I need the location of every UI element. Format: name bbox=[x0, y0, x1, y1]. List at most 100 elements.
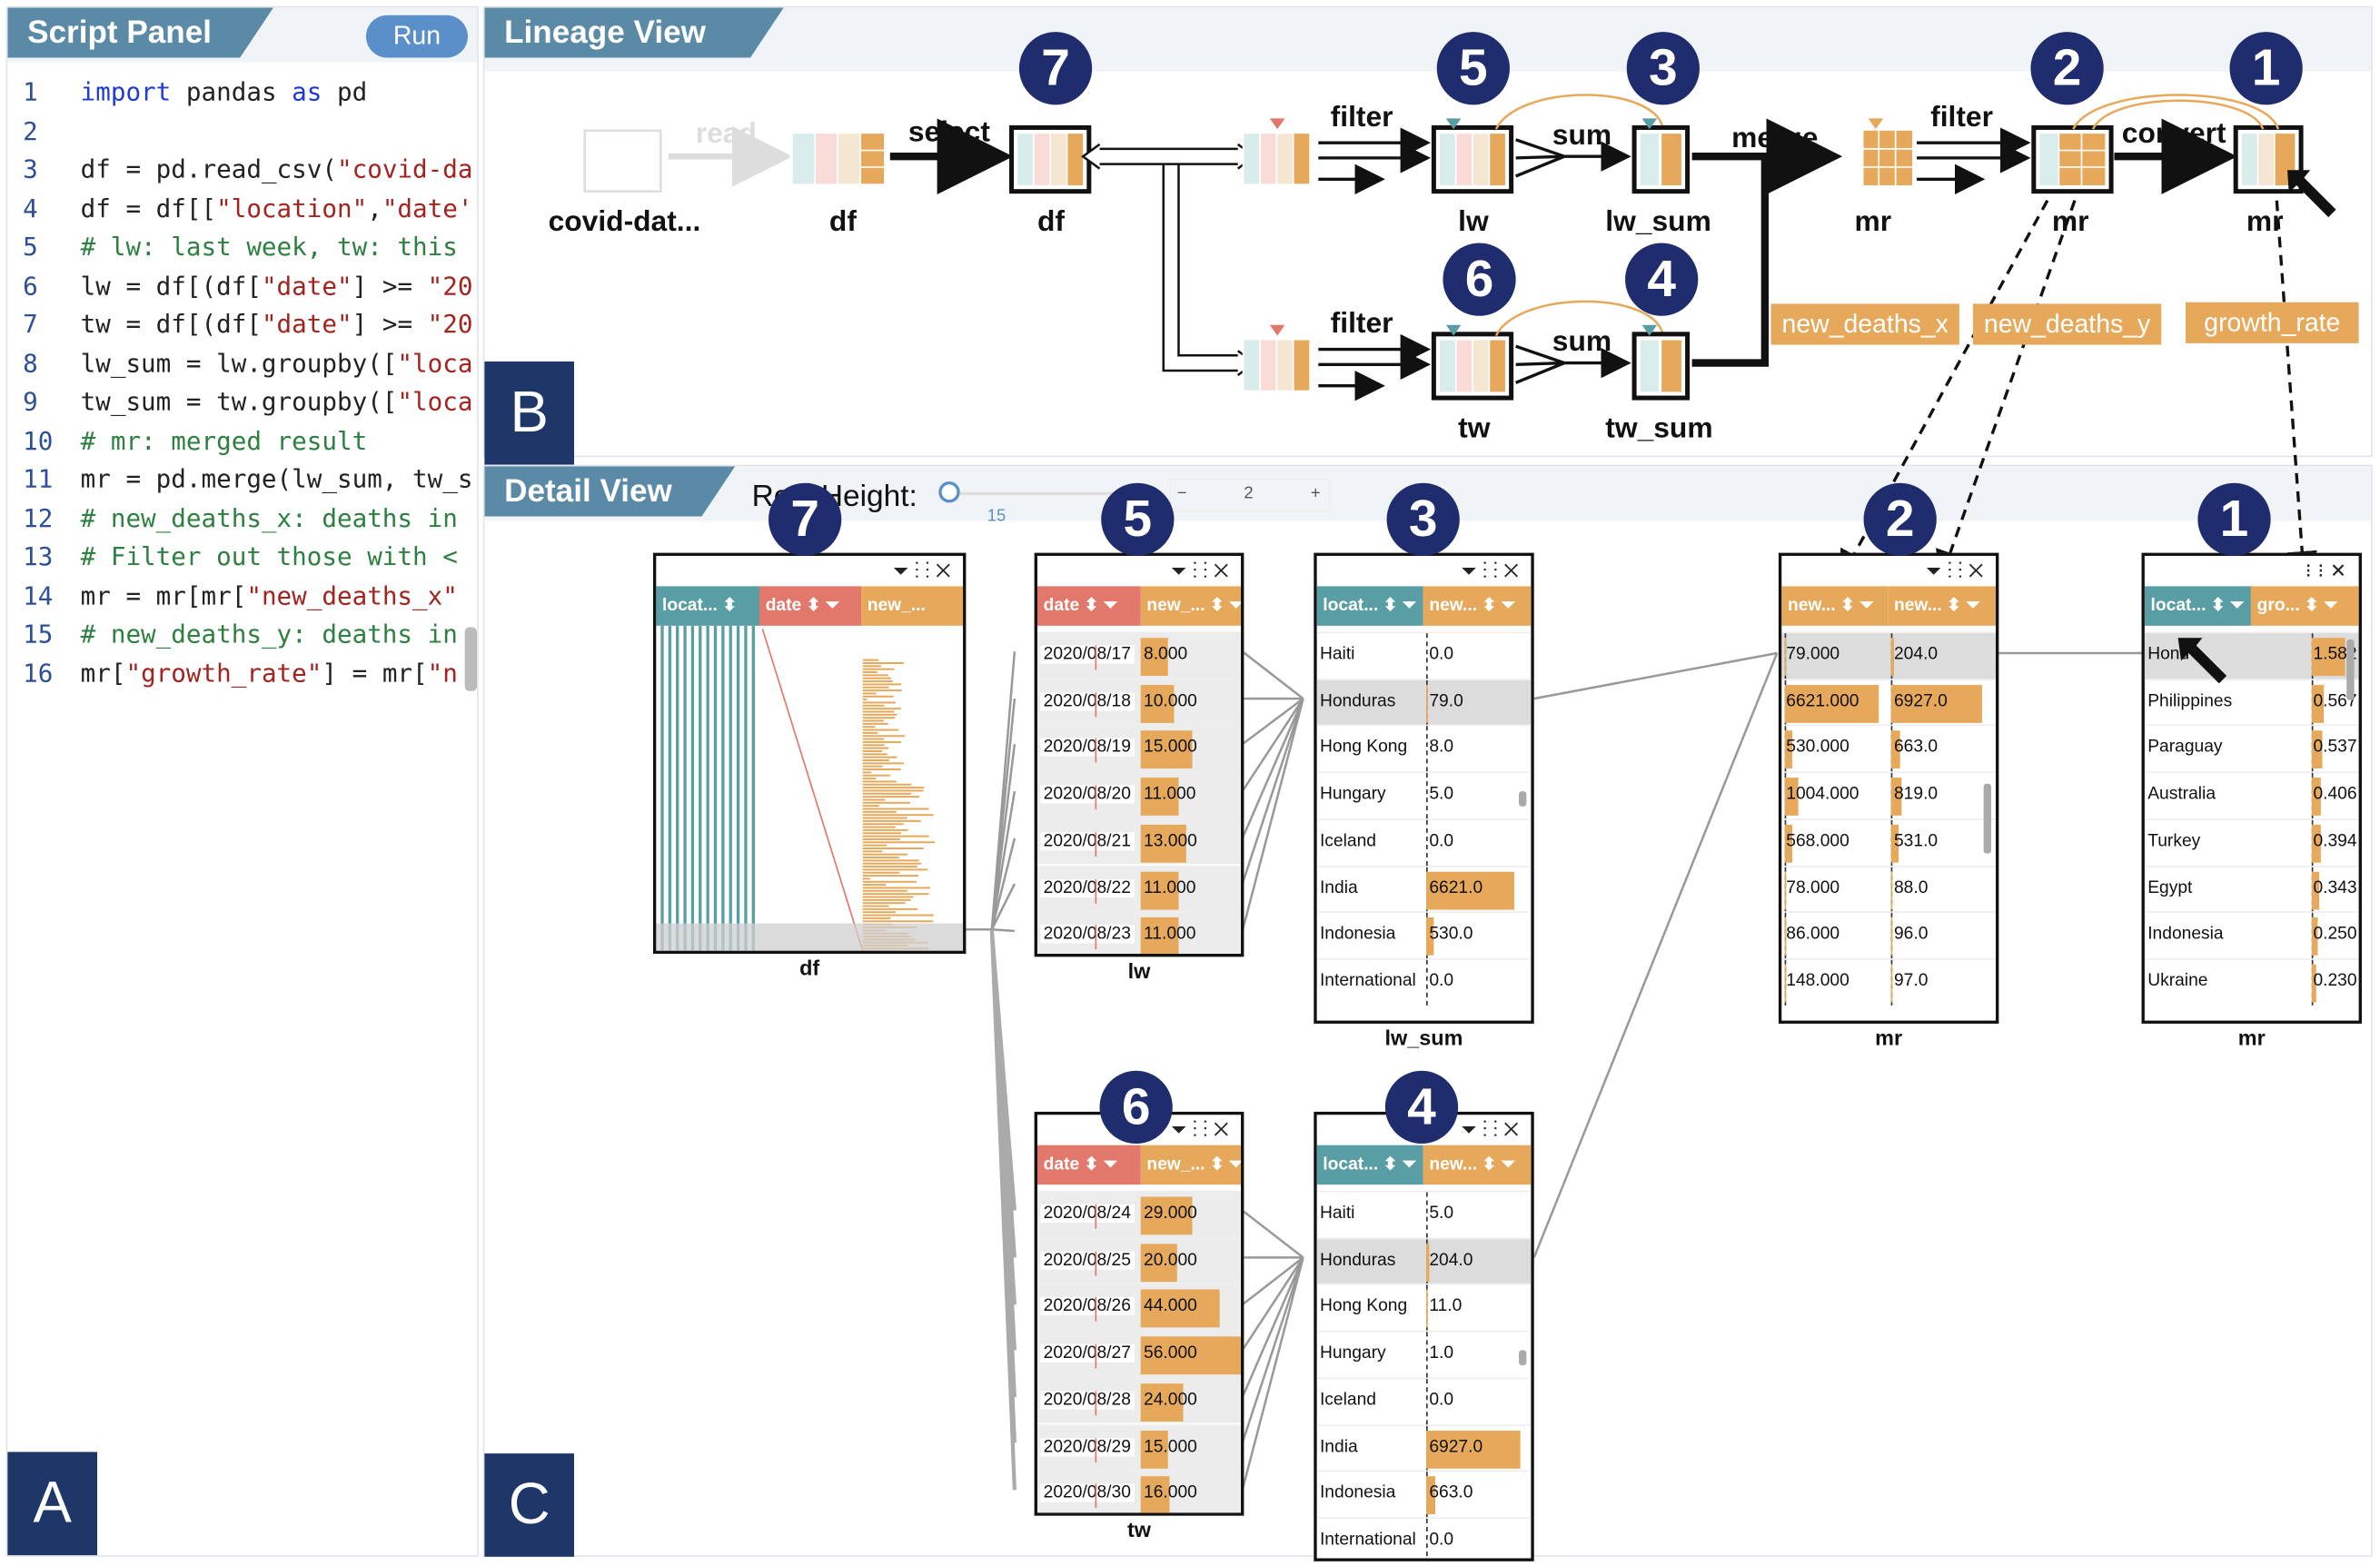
stepper-minus[interactable]: − bbox=[1176, 484, 1187, 503]
card-toolbar[interactable]: ⏷⁝⁝✕ bbox=[1170, 1117, 1235, 1141]
column-header[interactable]: locat... ⬍ ⏷ bbox=[1316, 1145, 1423, 1185]
column-tag-new-deaths-x[interactable]: new_deaths_x bbox=[1770, 303, 1959, 345]
detail-badge-1[interactable]: 1 bbox=[2197, 482, 2271, 556]
stepper-value[interactable]: 2 bbox=[1244, 484, 1254, 503]
column-header[interactable]: date ⬍ ⏷ bbox=[1036, 586, 1141, 626]
lineage-badge-3[interactable]: 3 bbox=[1626, 32, 1700, 105]
detail-badge-7[interactable]: 7 bbox=[769, 482, 842, 556]
column-header[interactable]: new... ⬍ ⏷ bbox=[1888, 586, 1997, 626]
column-header[interactable]: gro... ⬍ ⏷ bbox=[2250, 586, 2359, 626]
card-toolbar[interactable]: ⏷⁝⁝✕ bbox=[892, 559, 957, 582]
code-line[interactable]: 5# lw: last week, tw: this bbox=[14, 228, 479, 267]
column-header[interactable]: new_... ⬍ ⏷ bbox=[1140, 586, 1242, 626]
run-button[interactable]: Run bbox=[365, 15, 468, 58]
scrollbar-handle[interactable] bbox=[1983, 783, 1991, 854]
lineage-badge-1[interactable]: 1 bbox=[2229, 32, 2303, 105]
scrollbar-handle[interactable] bbox=[464, 627, 478, 691]
code-line[interactable]: 10# mr: merged result bbox=[14, 421, 479, 461]
column-header[interactable]: new_... ⬍ ⏷ bbox=[1140, 1145, 1242, 1185]
scrollbar-handle[interactable] bbox=[2346, 639, 2355, 700]
code-line[interactable]: 13# Filter out those with < bbox=[14, 538, 479, 577]
detail-badge-4[interactable]: 4 bbox=[1384, 1070, 1459, 1145]
code-line[interactable]: 15# new_deaths_y: deaths in bbox=[14, 615, 479, 654]
column-header[interactable]: locat... ⬍ bbox=[656, 586, 759, 626]
column-header[interactable]: new... ⬍ ⏷ bbox=[1423, 586, 1532, 626]
lineage-badge-4[interactable]: 4 bbox=[1625, 243, 1699, 316]
slider-thumb[interactable] bbox=[938, 481, 960, 503]
stepper-plus[interactable]: + bbox=[1310, 484, 1321, 503]
lineage-badge-5[interactable]: 5 bbox=[1436, 32, 1510, 105]
row-height-stepper[interactable]: − 2 + bbox=[1169, 478, 1331, 512]
code-line[interactable]: 2 bbox=[14, 112, 479, 151]
row-height-slider[interactable] bbox=[938, 481, 1163, 503]
lineage-badge-6[interactable]: 6 bbox=[1443, 243, 1516, 316]
detail-badge-3[interactable]: 3 bbox=[1386, 482, 1460, 556]
card-toolbar[interactable]: ⏷⁝⁝✕ bbox=[1925, 559, 1990, 582]
column-header[interactable]: new_... bbox=[861, 586, 964, 626]
column-tag-new-deaths-y[interactable]: new_deaths_y bbox=[1972, 303, 2162, 345]
column-header[interactable]: new... ⬍ ⏷ bbox=[1781, 586, 1889, 626]
detail-badge-6[interactable]: 6 bbox=[1099, 1070, 1173, 1145]
detail-badge-2[interactable]: 2 bbox=[1863, 482, 1937, 556]
column-tag-growth-rate[interactable]: growth_rate bbox=[2186, 302, 2359, 343]
column-header[interactable]: locat... ⬍ ⏷ bbox=[2144, 586, 2251, 626]
detail-badge-5[interactable]: 5 bbox=[1101, 482, 1175, 556]
card-toolbar[interactable]: ⁝⁝✕ bbox=[2305, 559, 2353, 582]
column-header[interactable]: locat... ⬍ ⏷ bbox=[1316, 586, 1423, 626]
lineage-badge-7[interactable]: 7 bbox=[1018, 32, 1093, 105]
column-header[interactable]: date ⬍ ⏷ bbox=[1036, 1145, 1141, 1185]
card-toolbar[interactable]: ⏷⁝⁝✕ bbox=[1170, 559, 1235, 582]
lineage-badge-2[interactable]: 2 bbox=[2030, 32, 2104, 105]
